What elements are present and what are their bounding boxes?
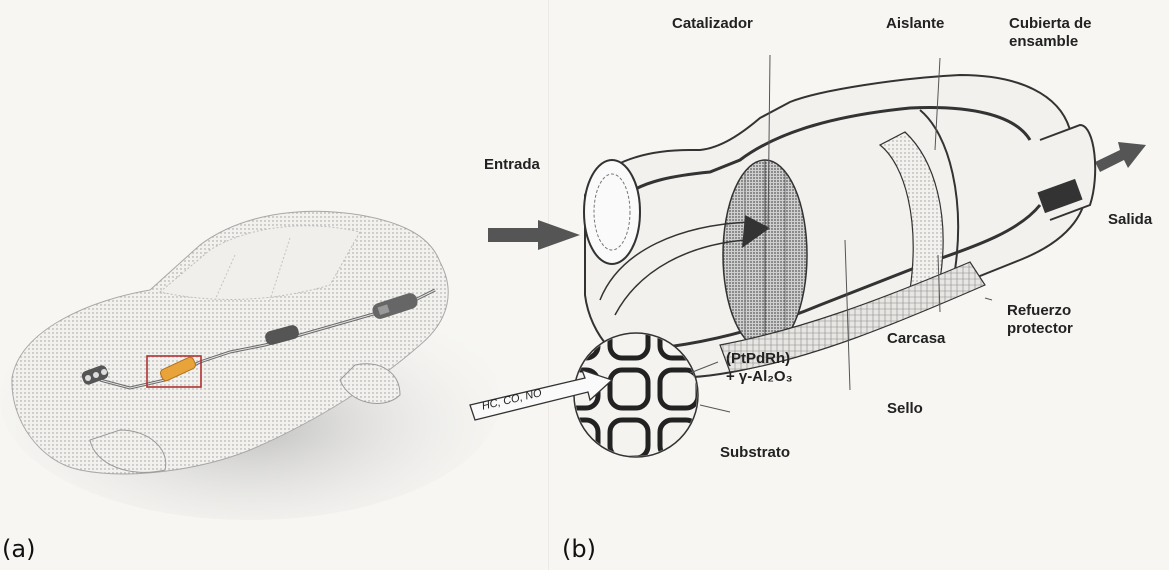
label-shield: Refuerzo protector <box>1007 302 1097 338</box>
converter-illustration <box>470 55 1146 458</box>
formula-line-1: (PtPdRh) <box>726 350 793 368</box>
label-insulation: Aislante <box>886 15 944 33</box>
label-seal: Sello <box>887 400 923 418</box>
label-assembly-cover: Cubierta de ensamble <box>1009 15 1115 51</box>
inlet-arrow <box>488 220 580 250</box>
label-catalyst-formula: (PtPdRh) + γ-Al₂O₃ <box>726 350 793 386</box>
substrate-magnified <box>470 320 698 458</box>
label-substrate: Substrato <box>720 444 790 462</box>
formula-line-2: + γ-Al₂O₃ <box>726 368 793 386</box>
inlet-opening <box>584 160 640 264</box>
label-outlet: Salida <box>1108 211 1152 229</box>
label-catalyst: Catalizador <box>672 15 753 33</box>
label-inlet: Entrada <box>484 156 540 174</box>
panel-a-label: (a) <box>2 535 35 563</box>
outlet-arrow <box>1095 142 1146 172</box>
panel-b-label: (b) <box>562 535 596 563</box>
label-housing: Carcasa <box>887 330 945 348</box>
car-illustration <box>0 211 500 520</box>
